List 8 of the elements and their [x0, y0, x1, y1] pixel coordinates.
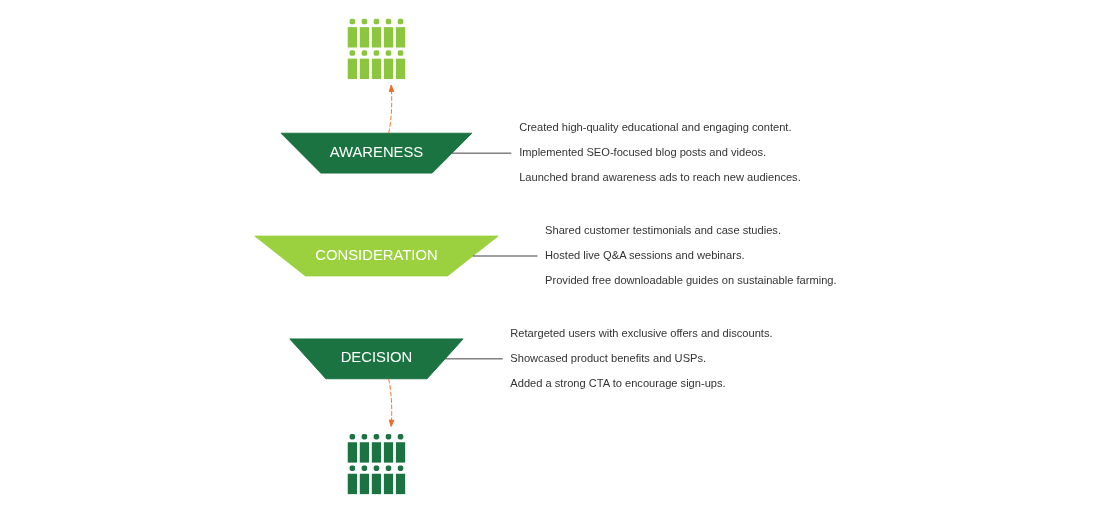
arrow — [388, 378, 395, 427]
connector — [472, 255, 538, 257]
node-text: Shared customer testimonials and case studies. Hosted live Q&A sessions and webinars. Provided free downloadable guides on sustainable farming. — [545, 223, 837, 286]
connector — [444, 358, 504, 360]
node-text: Retargeted users with exclusive offers and discounts. Showcased product benefits and USPs. Added a strong CTA to encourage sign-ups. — [510, 326, 773, 389]
connector — [451, 152, 512, 154]
node-text: Created high-quality educational and engaging content. Implemented SEO-focused blog posts and videos. Launched brand awareness ads to reach new audiences. — [519, 121, 801, 184]
arrow — [388, 84, 395, 134]
